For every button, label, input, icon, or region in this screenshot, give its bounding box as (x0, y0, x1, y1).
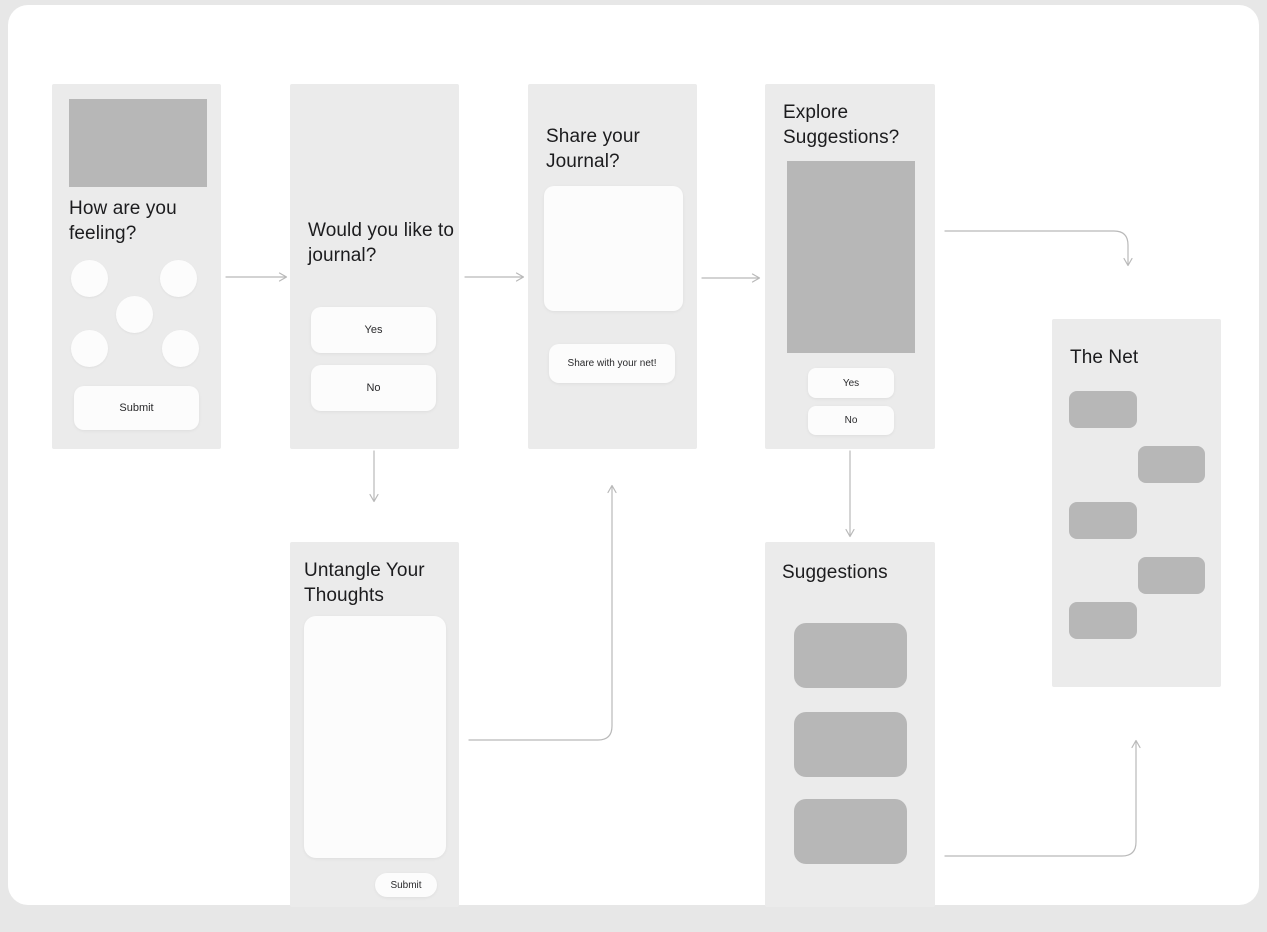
image-placeholder (69, 99, 207, 187)
panel-suggestions: Suggestions (765, 542, 935, 907)
image-placeholder (787, 161, 915, 353)
panel-explore-suggestions: Explore Suggestions? Yes No (765, 84, 935, 449)
panel-title: Explore Suggestions? (783, 102, 900, 148)
no-button[interactable]: No (808, 406, 894, 435)
panel-untangle-thoughts: Untangle Your Thoughts Submit (290, 542, 459, 907)
mood-option-circle[interactable] (162, 330, 199, 367)
panel-title: The Net (1070, 347, 1139, 368)
share-button[interactable]: Share with your net! (549, 344, 675, 383)
mood-option-circle[interactable] (71, 260, 108, 297)
chat-message-bubble (1069, 391, 1137, 428)
panel-title: Untangle Your Thoughts (304, 560, 425, 606)
yes-button[interactable]: Yes (311, 307, 436, 353)
journal-textarea[interactable] (544, 186, 683, 311)
arrow-journal-to-share (464, 272, 525, 282)
mood-option-circle[interactable] (116, 296, 153, 333)
chat-message-bubble (1069, 602, 1137, 639)
arrow-explore-to-suggestions (845, 450, 855, 538)
arrow-untangle-to-share (468, 484, 617, 741)
arrow-journal-to-untangle (369, 450, 379, 503)
arrow-suggestions-to-net (944, 739, 1141, 857)
no-button[interactable]: No (311, 365, 436, 411)
panel-share-journal: Share your Journal? Share with your net! (528, 84, 697, 449)
panel-title: Share your Journal? (546, 126, 640, 172)
panel-title: Suggestions (782, 562, 888, 583)
panel-the-net: The Net (1052, 319, 1221, 687)
mood-option-circle[interactable] (160, 260, 197, 297)
thoughts-textarea[interactable] (304, 616, 446, 858)
submit-button[interactable]: Submit (74, 386, 199, 430)
suggestion-card[interactable] (794, 623, 907, 688)
suggestion-card[interactable] (794, 712, 907, 777)
chat-message-bubble (1138, 446, 1205, 483)
arrow-share-to-explore (701, 273, 761, 283)
yes-button[interactable]: Yes (808, 368, 894, 398)
suggestion-card[interactable] (794, 799, 907, 864)
arrow-mood-to-journal (225, 272, 288, 282)
panel-title: How are you feeling? (69, 198, 177, 244)
mood-option-circle[interactable] (71, 330, 108, 367)
wireframe-canvas: How are you feeling? Submit Would you li… (8, 5, 1259, 907)
chat-message-bubble (1069, 502, 1137, 539)
panel-journal-prompt: Would you like to journal? Yes No (290, 84, 459, 449)
panel-title: Would you like to journal? (308, 220, 455, 266)
chat-message-bubble (1138, 557, 1205, 594)
arrow-explore-to-net (944, 230, 1133, 267)
panel-mood-checkin: How are you feeling? Submit (52, 84, 221, 449)
submit-button[interactable]: Submit (375, 873, 437, 897)
